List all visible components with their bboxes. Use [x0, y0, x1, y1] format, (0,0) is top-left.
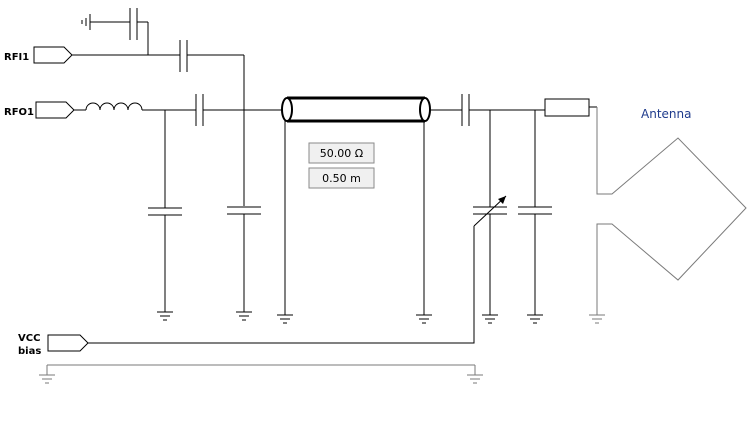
impedance-value: 50.00 Ω: [320, 147, 363, 160]
port-rfi1-label: RFI1: [4, 52, 29, 63]
port-rfi1-arrow: [33, 46, 73, 64]
shunt-cap-3: [518, 110, 552, 315]
ground-1: [157, 311, 173, 321]
port-rfo1-label: RFO1: [4, 107, 34, 118]
rfi1-path: [72, 40, 245, 206]
ground-var-cap: [482, 314, 498, 324]
port-rfo1[interactable]: RFO1: [4, 101, 75, 119]
vcc-bias-wire: [88, 226, 475, 344]
port-rfi1[interactable]: RFI1: [4, 46, 73, 64]
rfo1-series-cap: [142, 94, 283, 126]
impedance-box[interactable]: 50.00 Ω: [308, 142, 375, 164]
top-ground-cap: [81, 8, 149, 55]
port-vcc-arrow: [47, 334, 89, 352]
bottom-ground-rail: [39, 364, 483, 384]
transmission-line: [281, 96, 462, 315]
length-value: 0.50 m: [322, 172, 361, 185]
length-box[interactable]: 0.50 m: [308, 167, 375, 189]
ground-tl-right: [416, 314, 432, 324]
port-bias-label: bias: [18, 346, 41, 357]
ground-tl-left: [277, 314, 293, 324]
port-vcc-bias[interactable]: VCC bias: [18, 333, 89, 357]
antenna-label: Antenna: [641, 107, 691, 121]
ground-antenna: [589, 314, 605, 324]
resistor: [544, 98, 597, 117]
port-rfo1-arrow: [35, 101, 75, 119]
shunt-cap-2: [227, 206, 261, 312]
ground-2: [236, 311, 252, 321]
output-series-cap: [461, 94, 545, 126]
inductor: [74, 102, 143, 111]
antenna: [596, 107, 747, 315]
port-vcc-label: VCC: [18, 333, 40, 344]
ground-3: [527, 314, 543, 324]
variable-cap: [473, 110, 507, 315]
shunt-cap-1: [148, 110, 182, 312]
